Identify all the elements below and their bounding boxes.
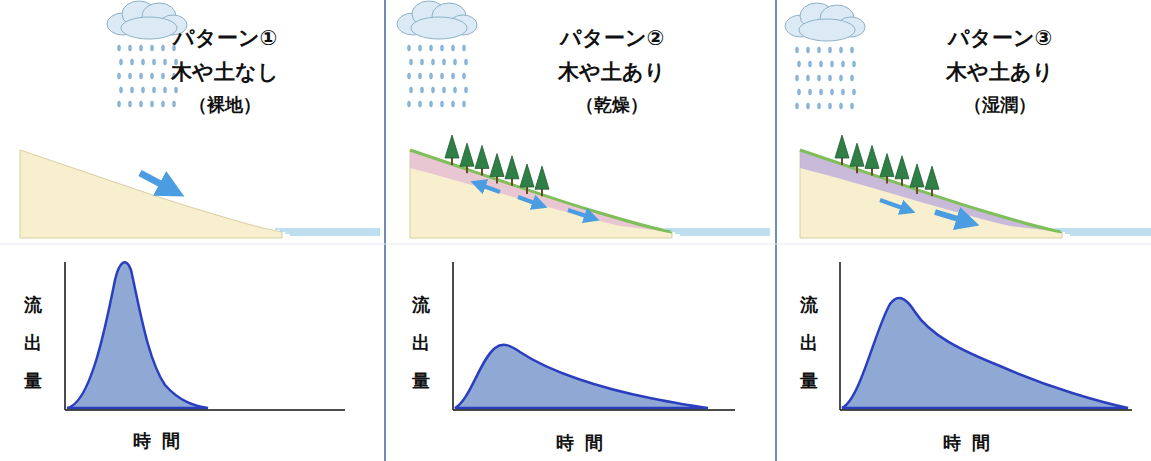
panel-title: パターン① [173,26,278,51]
panel-title: （湿潤） [964,94,1036,116]
panel-title: （裸地） [189,94,261,116]
axis-label: 時間 [556,432,614,454]
axis-label: 流出量 [800,286,818,399]
panel-title: 木や土なし [171,60,279,85]
axis-label: 流出量 [24,286,42,399]
panel-title: （乾燥） [576,94,648,116]
panel-title: パターン③ [948,26,1053,51]
axis-label: 時間 [943,432,1001,454]
panel-title: 木や土あり [558,60,666,85]
panel-title: パターン② [560,26,665,51]
panel-title: 木や土あり [946,60,1054,85]
axis-label: 流出量 [412,286,430,399]
axis-label: 時間 [133,430,191,452]
